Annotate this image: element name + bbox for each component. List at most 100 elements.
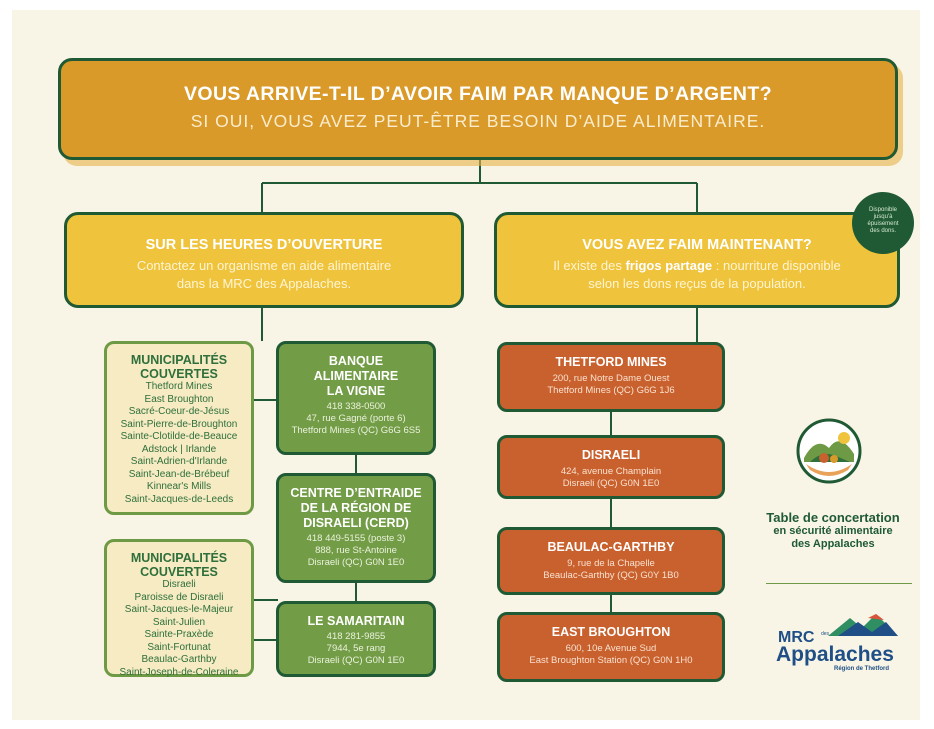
list-item: Saint-Fortunat (147, 641, 211, 653)
banque-name-line2: ALIMENTAIRE (313, 369, 399, 383)
list-item: Disraeli (162, 579, 196, 590)
fridge-east-broughton-box: EAST BROUGHTON 600, 10e Avenue Sud East … (497, 612, 725, 682)
fridge-east-broughton-details: 600, 10e Avenue Sud East Broughton Stati… (500, 643, 722, 667)
fridge-beaulac-name: BEAULAC-GARTHBY (547, 540, 675, 554)
list-item: Sacré-Coeur-de-Jésus (128, 406, 230, 417)
mrc-name: Appalaches (776, 643, 894, 666)
hungry-now-text: Il existe des frigos partage : nourritur… (497, 257, 897, 293)
list-item: East Broughton (144, 393, 214, 405)
fridge-disraeli-address: 424, avenue Champlain (560, 466, 662, 477)
banque-name-line3: LA VIGNE (326, 384, 386, 398)
org1-line3: des Appalaches (791, 538, 875, 550)
list-item: Saint-Jacques-le-Majeur (124, 604, 234, 615)
badge-line3: épuisement (867, 221, 899, 227)
municipalities-1-title2: COUVERTES (140, 367, 218, 381)
fridge-disraeli-name: DISRAELI (581, 448, 641, 462)
hungry-now-title: VOUS AVEZ FAIM MAINTENANT? (582, 237, 812, 253)
food-security-table-name: Table de concertation en sécurité alimen… (752, 510, 914, 551)
municipalities-list-2: MUNICIPALITÉS COUVERTES Disraeli Paroiss… (104, 539, 254, 678)
badge-line2: jusqu'à (873, 214, 893, 220)
list-item: Saint-Adrien-d'Irlande (130, 456, 228, 467)
banque-address: 47, rue Gagné (porte 6) (306, 413, 406, 424)
fridge-disraeli-city: Disraeli (QC) G0N 1E0 (562, 478, 660, 489)
fridge-beaulac-address: 9, rue de la Chapelle (567, 558, 655, 569)
municipalities-2-title2: COUVERTES (140, 565, 218, 579)
list-item: Thetford Mines (145, 381, 213, 392)
list-item: Adstock | Irlande (141, 443, 217, 455)
banque-alimentaire-box: BANQUE ALIMENTAIRE LA VIGNE 418 338-0500… (276, 341, 436, 455)
cerd-address: 888, rue St-Antoine (315, 545, 397, 556)
fridge-beaulac-city: Beaulac-Garthby (QC) G0Y 1B0 (543, 570, 679, 581)
hungry-now-box: VOUS AVEZ FAIM MAINTENANT? Il existe des… (494, 212, 900, 308)
samaritain-box: LE SAMARITAIN 418 281-9855 7944, 5e rang… (276, 601, 436, 677)
fridge-thetford-box: THETFORD MINES 200, rue Notre Dame Ouest… (497, 342, 725, 412)
org1-line1: Table de concertation (766, 510, 900, 525)
hungry-now-post: : nourriture disponible (712, 258, 841, 273)
header-subtitle: SI OUI, VOUS AVEZ PEUT-ÊTRE BESOIN D’AID… (190, 111, 766, 131)
opening-hours-line2: dans la MRC des Appalaches. (176, 276, 352, 291)
list-item: Sainte-Clotilde-de-Beauce (120, 431, 238, 442)
frigos-partage-label: frigos partage (625, 258, 713, 273)
municipalities-1-title: MUNICIPALITÉS COUVERTES (107, 353, 251, 381)
fridge-thetford-name: THETFORD MINES (555, 355, 667, 369)
municipalities-2-title: MUNICIPALITÉS COUVERTES (107, 551, 251, 579)
cerd-name: CENTRE D’ENTRAIDE DE LA RÉGION DE DISRAE… (279, 486, 433, 531)
banque-phone: 418 338-0500 (326, 401, 386, 412)
fridge-thetford-details: 200, rue Notre Dame Ouest Thetford Mines… (500, 373, 722, 397)
mrc-appalaches-logo: MRC des Appalaches Région de Thetford (776, 610, 916, 680)
badge-line4: des dons. (869, 228, 897, 234)
cerd-name-line1: CENTRE D’ENTRAIDE (290, 486, 422, 500)
cerd-name-line2: DE LA RÉGION DE (300, 501, 412, 515)
cerd-box: CENTRE D’ENTRAIDE DE LA RÉGION DE DISRAE… (276, 473, 436, 583)
fridge-east-broughton-address: 600, 10e Avenue Sud (565, 643, 657, 654)
samaritain-phone: 418 281-9855 (326, 631, 386, 642)
fridge-disraeli-box: DISRAELI 424, avenue Champlain Disraeli … (497, 435, 725, 499)
header-title: VOUS ARRIVE-T-IL D’AVOIR FAIM PAR MANQUE… (183, 83, 773, 105)
logo-divider (766, 583, 912, 584)
cerd-name-line3: DISRAELI (CERD) (303, 516, 409, 530)
mrc-label: MRC (778, 629, 815, 646)
hungry-now-line1: Il existe des frigos partage : nourritur… (497, 257, 897, 275)
municipalities-2-title1: MUNICIPALITÉS (130, 551, 228, 565)
banque-details: 418 338-0500 47, rue Gagné (porte 6) The… (279, 401, 433, 437)
badge-line1: Disponible (868, 207, 898, 213)
org1-line2: en sécurité alimentaire (773, 525, 893, 537)
samaritain-details: 418 281-9855 7944, 5e rang Disraeli (QC)… (279, 631, 433, 667)
opening-hours-title: SUR LES HEURES D’OUVERTURE (145, 237, 383, 253)
opening-hours-line1: Contactez un organisme en aide alimentai… (136, 258, 392, 273)
samaritain-name: LE SAMARITAIN (307, 614, 405, 628)
header-banner: VOUS ARRIVE-T-IL D’AVOIR FAIM PAR MANQUE… (58, 58, 898, 160)
list-item: Saint-Pierre-de-Broughton (120, 418, 238, 430)
availability-badge: Disponible jusqu'à épuisement des dons. (852, 192, 914, 254)
cerd-details: 418 449-5155 (poste 3) 888, rue St-Antoi… (279, 533, 433, 569)
cerd-phone: 418 449-5155 (poste 3) (306, 533, 406, 544)
fridge-disraeli-details: 424, avenue Champlain Disraeli (QC) G0N … (500, 466, 722, 490)
food-security-logo-icon (796, 418, 862, 484)
opening-hours-box: SUR LES HEURES D’OUVERTURE Contactez un … (64, 212, 464, 308)
fridge-east-broughton-name: EAST BROUGHTON (551, 625, 671, 639)
municipalities-1-title1: MUNICIPALITÉS (130, 353, 228, 367)
mrc-des-label: des (821, 631, 830, 637)
list-item: Saint-Joseph-de-Coleraine (119, 666, 239, 678)
fridge-beaulac-box: BEAULAC-GARTHBY 9, rue de la Chapelle Be… (497, 527, 725, 595)
hungry-now-pre: Il existe des (553, 258, 626, 273)
fridge-thetford-city: Thetford Mines (QC) G6G 1J6 (547, 385, 675, 396)
banque-name-line1: BANQUE (328, 354, 384, 368)
municipalities-list-1: MUNICIPALITÉS COUVERTES Thetford Mines E… (104, 341, 254, 515)
banque-city: Thetford Mines (QC) G6G 6S5 (291, 425, 421, 436)
fridge-thetford-address: 200, rue Notre Dame Ouest (552, 373, 670, 384)
list-item: Paroisse de Disraeli (134, 591, 224, 603)
list-item: Beaulac-Garthby (141, 654, 217, 665)
fridge-east-broughton-city: East Broughton Station (QC) G0N 1H0 (529, 655, 693, 666)
list-item: Kinnear's Mills (146, 481, 212, 492)
samaritain-address: 7944, 5e rang (326, 643, 386, 654)
mrc-region: Région de Thetford (834, 666, 889, 672)
banque-name: BANQUE ALIMENTAIRE LA VIGNE (279, 354, 433, 399)
list-item: Sainte-Praxède (144, 629, 214, 640)
samaritain-city: Disraeli (QC) G0N 1E0 (307, 655, 405, 666)
fridge-beaulac-details: 9, rue de la Chapelle Beaulac-Garthby (Q… (500, 558, 722, 582)
list-item: Saint-Julien (152, 616, 206, 628)
list-item: Saint-Jean-de-Brébeuf (128, 468, 230, 480)
mountains-icon (828, 614, 898, 636)
cerd-city: Disraeli (QC) G0N 1E0 (307, 557, 405, 568)
